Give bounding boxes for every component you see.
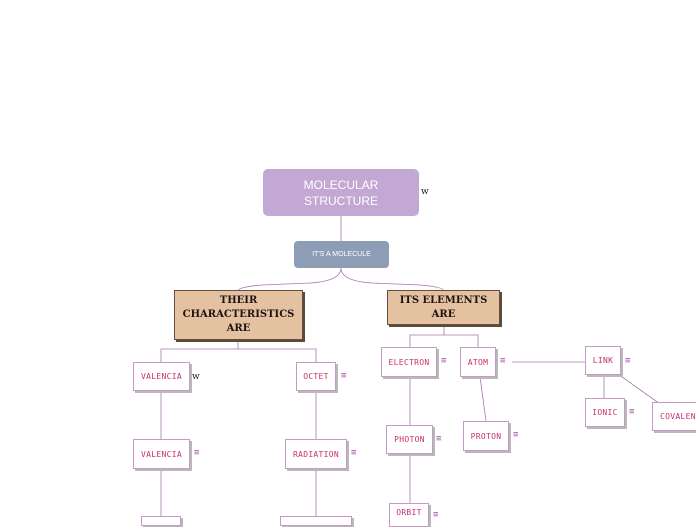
- leaf-link[interactable]: LINK: [585, 346, 621, 375]
- branch-characteristics-label: THEIR CHARACTERISTICS ARE: [182, 295, 295, 334]
- notes-icon[interactable]: ≡: [441, 356, 447, 366]
- leaf-radiation-label: RADIATION: [292, 449, 340, 459]
- connector-link-covalent: [617, 373, 661, 405]
- notes-icon[interactable]: ≡: [433, 510, 439, 520]
- central-topic-label: MOLECULAR STRUCTURE: [303, 177, 379, 208]
- leaf-octet[interactable]: OCTET: [296, 362, 336, 391]
- leaf-photon-label: PHOTON: [394, 435, 425, 444]
- connector-characteristics-children: [160, 341, 317, 362]
- leaf-proton[interactable]: PROTON: [463, 421, 509, 451]
- leaf-valencia-1[interactable]: VALENCIA: [133, 362, 190, 391]
- notes-icon[interactable]: ≡: [629, 407, 635, 417]
- notes-icon[interactable]: ≡: [500, 356, 506, 366]
- leaf-atom-label: ATOM: [467, 357, 489, 367]
- subtopic-node[interactable]: IT'S A MOLECULE: [294, 241, 389, 268]
- leaf-electron-label: ELECTRON: [388, 357, 430, 367]
- connector-subtopic-elements: [340, 267, 445, 292]
- notes-icon[interactable]: ≡: [513, 430, 519, 440]
- branch-characteristics[interactable]: THEIR CHARACTERISTICS ARE: [174, 290, 303, 340]
- leaf-electron[interactable]: ELECTRON: [381, 347, 437, 377]
- subtopic-label: IT'S A MOLECULE: [312, 251, 371, 258]
- branch-elements-label: ITS ELEMENTS ARE: [399, 294, 488, 320]
- central-topic[interactable]: MOLECULAR STRUCTURE: [263, 169, 419, 216]
- leaf-partial-right[interactable]: [280, 516, 352, 526]
- notes-icon[interactable]: ≡: [194, 448, 200, 458]
- notes-icon[interactable]: ≡: [436, 434, 442, 444]
- leaf-atom[interactable]: ATOM: [460, 347, 496, 377]
- central-topic-mark: w: [421, 187, 429, 197]
- connector-elements-children: [409, 325, 479, 347]
- leaf-covalent[interactable]: COVALENT: [652, 402, 696, 431]
- leaf-valencia-1-mark: w: [192, 372, 200, 382]
- leaf-octet-label: OCTET: [303, 372, 329, 381]
- notes-icon[interactable]: ≡: [625, 356, 631, 366]
- leaf-valencia-1-label: VALENCIA: [141, 372, 182, 381]
- leaf-ionic-label: IONIC: [592, 408, 618, 417]
- leaf-ionic[interactable]: IONIC: [585, 398, 625, 427]
- leaf-covalent-label: COVALENT: [660, 412, 696, 421]
- connector-atom-proton: [479, 376, 487, 422]
- leaf-valencia-2[interactable]: VALENCIA: [133, 439, 190, 469]
- leaf-orbit-label: ORBIT: [396, 507, 422, 517]
- leaf-proton-label: PROTON: [470, 431, 502, 441]
- leaf-link-label: LINK: [592, 356, 614, 365]
- leaf-orbit[interactable]: ORBIT: [389, 503, 429, 527]
- branch-elements[interactable]: ITS ELEMENTS ARE: [387, 290, 500, 325]
- notes-icon[interactable]: ≡: [341, 371, 347, 381]
- connector-subtopic-characteristics: [237, 267, 342, 292]
- leaf-photon[interactable]: PHOTON: [386, 425, 433, 454]
- leaf-valencia-2-label: VALENCIA: [141, 449, 182, 459]
- leaf-radiation[interactable]: RADIATION: [285, 439, 347, 469]
- notes-icon[interactable]: ≡: [351, 448, 357, 458]
- leaf-partial-left[interactable]: [141, 516, 181, 526]
